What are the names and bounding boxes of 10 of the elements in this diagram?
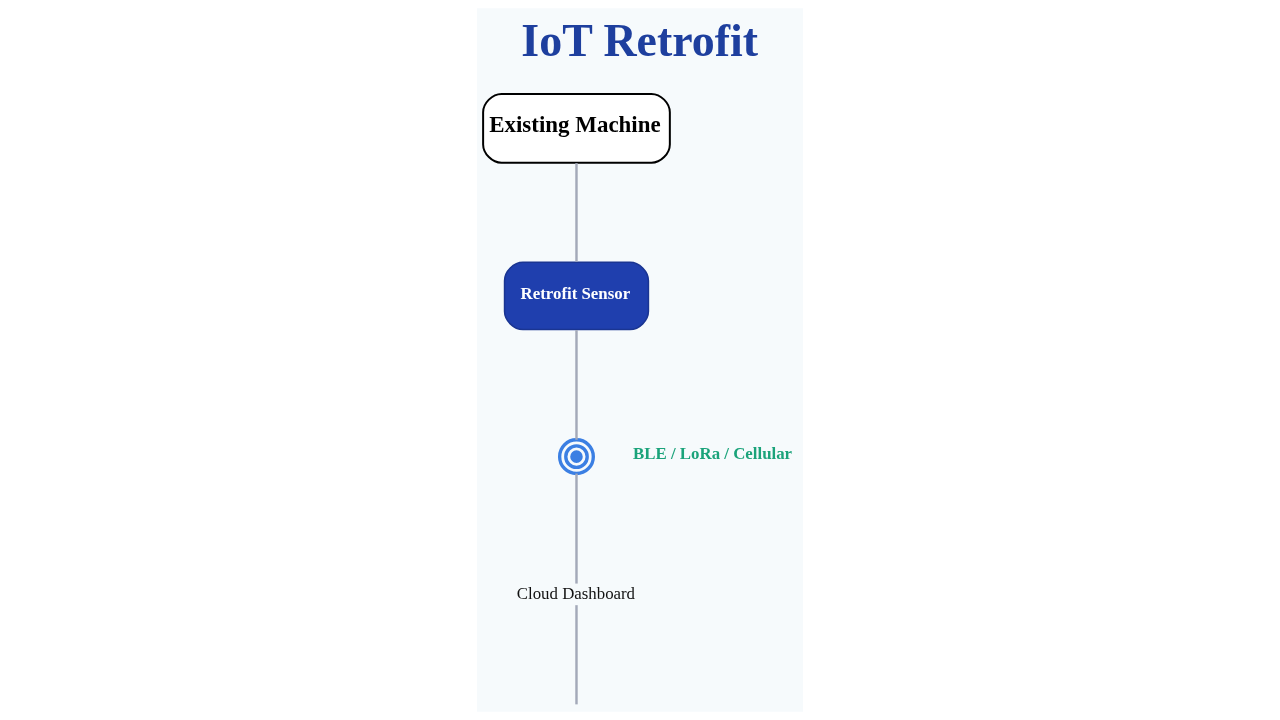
node-text: Cloud Dashboard bbox=[516, 583, 636, 603]
node-box: Existing Machine bbox=[482, 92, 671, 164]
connector bbox=[575, 605, 578, 705]
connector bbox=[575, 473, 578, 584]
node-label: BLE / LoRa / Cellular bbox=[633, 444, 793, 464]
node-box: Retrofit Sensor bbox=[503, 261, 650, 331]
diagram-title: IoT Retrofit bbox=[521, 14, 759, 66]
connector bbox=[575, 330, 578, 440]
node-picture bbox=[557, 438, 595, 476]
connector bbox=[575, 163, 578, 262]
